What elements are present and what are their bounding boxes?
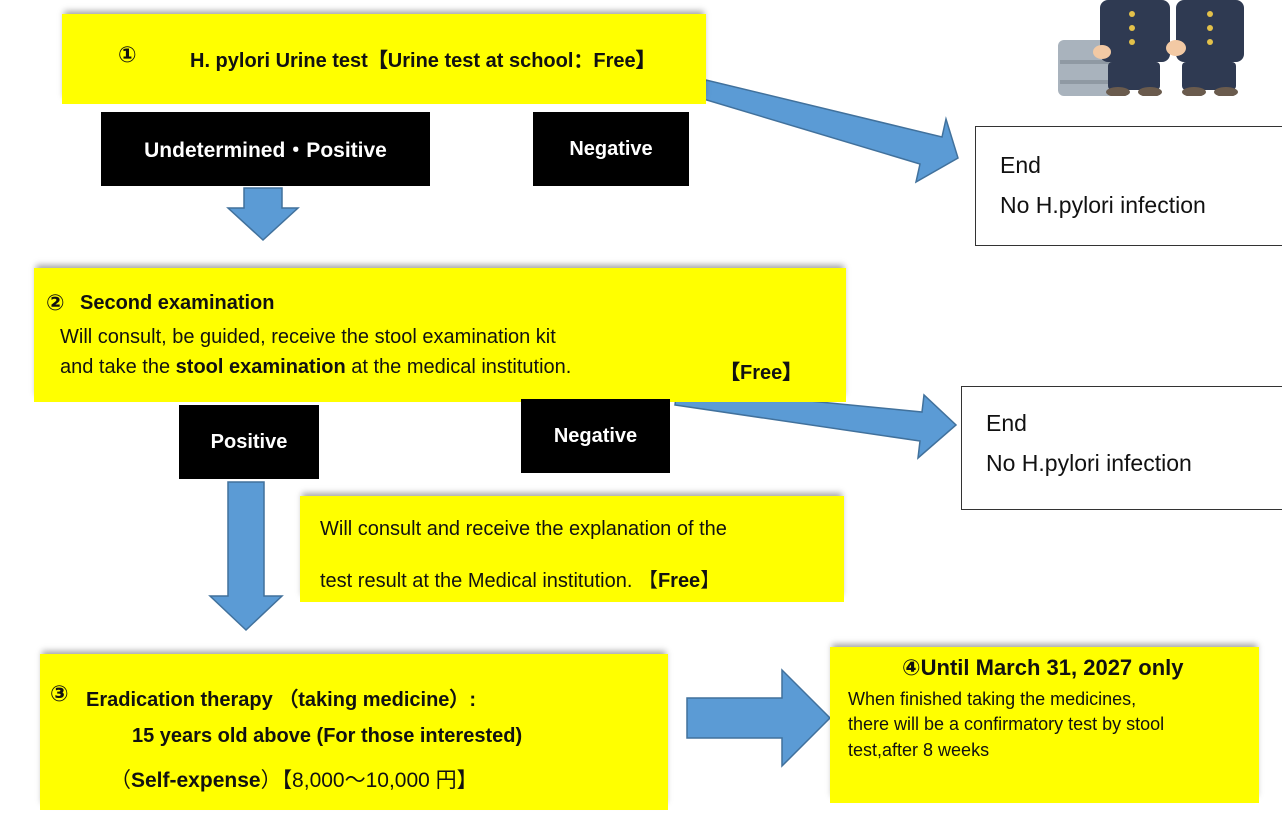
step2-line1: Will consult, be guided, receive the sto… xyxy=(60,326,556,348)
end2-result: No H.pylori infection xyxy=(986,450,1192,476)
consult-line2: test result at the Medical institution. … xyxy=(320,564,720,593)
step3-age: 15 years old above (For those interested… xyxy=(132,725,523,747)
step4-box: ④Until March 31, 2027 only When finished… xyxy=(830,647,1259,803)
step3-cost-amount: 【8,000～10,000 円】 xyxy=(281,769,478,792)
label-negative-2: Negative xyxy=(521,399,670,473)
step2-line2-bold: stool examination xyxy=(175,356,346,378)
step2-title: Second examination xyxy=(80,292,275,314)
end1-result: No H.pylori infection xyxy=(1000,192,1206,218)
label-undetermined-positive: Undetermined・Positive xyxy=(101,112,430,186)
step2-line2-pre: and take the xyxy=(60,356,176,378)
arrow-right-3 xyxy=(686,668,832,768)
consult-tag-open: 【 xyxy=(637,570,658,592)
step3-cost-line: （Self-expense）【8,000～10,000 円】 xyxy=(110,764,478,794)
arrow-diagonal-1 xyxy=(699,79,959,184)
step3-cost-open: （ xyxy=(110,769,131,792)
step1-number: ① xyxy=(118,42,137,67)
label-positive-2: Positive xyxy=(179,405,319,479)
step2-line2-post: at the medical institution. xyxy=(345,356,572,378)
end1-title: End xyxy=(1000,152,1041,178)
step2-line2: and take the stool examination at the me… xyxy=(60,356,571,379)
consult-line1: Will consult and receive the explanation… xyxy=(320,518,727,540)
arrow-down-2 xyxy=(208,481,284,632)
step1-box: ① H. pylori Urine test【Urine test at sch… xyxy=(62,14,706,104)
step4-line1: When finished taking the medicines, xyxy=(848,689,1137,709)
end2-title: End xyxy=(986,410,1027,436)
label-negative-1: Negative xyxy=(533,112,689,186)
step3-box: ③ Eradication therapy （taking medicine）:… xyxy=(40,654,668,810)
end-box-2: End No H.pylori infection xyxy=(961,386,1282,510)
step1-text: H. pylori Urine test【Urine test at schoo… xyxy=(190,50,656,72)
students-illustration xyxy=(1058,0,1244,96)
step3-cost-close: ） xyxy=(260,769,282,792)
consult-tag-free: Free xyxy=(657,570,701,592)
step4-title: ④Until March 31, 2027 only xyxy=(902,655,1184,680)
arrow-down-1 xyxy=(226,187,300,242)
step3-title: Eradication therapy （taking medicine）: xyxy=(86,689,477,711)
consult-line2-pre: test result at the Medical institution. xyxy=(320,570,638,592)
step2-number: ② xyxy=(46,290,65,315)
consult-tag-close: 】 xyxy=(700,570,721,592)
step4-line3: test,after 8 weeks xyxy=(848,740,990,760)
end-box-1: End No H.pylori infection xyxy=(975,126,1282,246)
step4-line2: there will be a confirmatory test by sto… xyxy=(848,714,1165,734)
step3-number: ③ xyxy=(50,681,69,706)
step2-box: ② Second examination Will consult, be gu… xyxy=(34,268,846,402)
step2-free-tag: 【Free】 xyxy=(720,362,803,384)
step3-self-expense: Self-expense xyxy=(131,769,261,792)
consult-box: Will consult and receive the explanation… xyxy=(300,496,844,602)
